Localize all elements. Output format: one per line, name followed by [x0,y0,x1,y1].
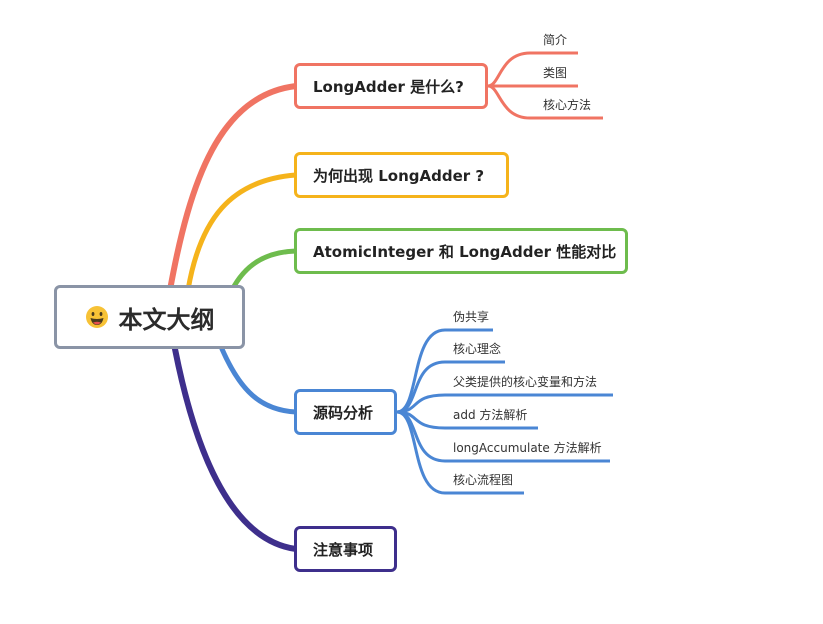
topic-why-longadder[interactable]: 为何出现 LongAdder ? [294,152,509,198]
leaf-add-method[interactable]: add 方法解析 [453,408,528,422]
leaf-core-concept[interactable]: 核心理念 [453,342,502,356]
topic-what-is-longadder[interactable]: LongAdder 是什么? [294,63,488,109]
leaf-false-sharing[interactable]: 伪共享 [453,310,490,324]
branch-connector-3 [229,248,299,293]
branch-connector-2 [185,172,299,293]
branch-connector-1 [167,83,299,293]
leaf-longaccumulate-method[interactable]: longAccumulate 方法解析 [453,441,602,455]
topic-performance-comparison[interactable]: AtomicInteger 和 LongAdder 性能对比 [294,228,628,274]
leaf-parent-core-vars[interactable]: 父类提供的核心变量和方法 [453,375,598,389]
leaf-intro[interactable]: 简介 [543,33,568,47]
topic-source-analysis[interactable]: 源码分析 [294,389,397,435]
topic-label: 注意事项 [313,540,374,559]
leaf-connector [396,360,505,414]
root-label: 本文大纲 [118,305,215,334]
topic-notes[interactable]: 注意事项 [294,526,397,572]
topic-label: 源码分析 [313,403,374,422]
topic-label: 为何出现 LongAdder ? [313,166,485,185]
leaf-core-flowchart[interactable]: 核心流程图 [453,473,514,487]
branch-connector-4 [219,346,299,415]
leaf-class-diagram[interactable]: 类图 [543,66,568,80]
topic-label: AtomicInteger 和 LongAdder 性能对比 [313,242,617,261]
root-node[interactable]: 本文大纲 [54,285,245,349]
leaf-core-methods[interactable]: 核心方法 [543,98,592,112]
grinning-face-icon [85,306,108,328]
leaf-connector [487,84,603,120]
topic-label: LongAdder 是什么? [313,77,464,96]
leaf-connector [396,410,524,495]
branch-connector-5 [172,346,299,552]
